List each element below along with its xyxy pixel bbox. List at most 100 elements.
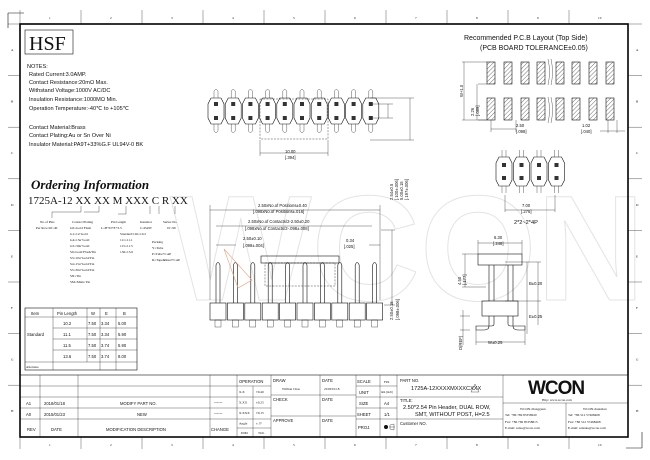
ruler-row-label: H	[636, 409, 639, 413]
pin	[267, 262, 273, 303]
ruler-col-label: 4	[232, 16, 234, 20]
svg-text:[.098±.006]: [.098±.006]	[395, 299, 400, 320]
pin	[250, 262, 256, 303]
hsf-mark: HSF	[24, 29, 74, 55]
front-view-drawing: 2.50xNo.of Positions±0.40 [.098xNo.of Po…	[209, 203, 400, 328]
rev-change: ------	[214, 400, 223, 405]
ruler-row-label: F	[636, 306, 638, 310]
ruler-col-label: 9	[537, 16, 539, 20]
ruler-row-label: E	[636, 254, 638, 258]
tol-value: ±0.15	[256, 411, 264, 415]
svg-text:5.00±0.15: 5.00±0.15	[399, 181, 404, 200]
table-cell: 10.2	[63, 321, 72, 326]
svg-text:Contact Material:Brass: Contact Material:Brass	[29, 125, 86, 131]
svg-text:01~99: 01~99	[167, 226, 176, 230]
ruler-row-label: H	[11, 409, 14, 413]
pin-length-option: 115=11.5	[120, 244, 133, 248]
plating-option: S5=30u"Gold/Tin	[70, 268, 95, 272]
svg-text:[.098]: [.098]	[516, 129, 526, 134]
housing-cell	[345, 97, 362, 125]
ruler-row-label: G	[636, 358, 639, 362]
svg-text:DIM: DIM	[241, 431, 248, 435]
svg-text:Insulator: Insulator	[140, 220, 153, 224]
ruler-row-label: B	[636, 100, 639, 104]
svg-text:CHECK: CHECK	[273, 397, 288, 402]
small-top-view-drawing: 7.00 [.276] 2*2~2*4P	[495, 150, 565, 226]
svg-text:TITLE:: TITLE:	[400, 398, 413, 403]
plating-option: S3=10u"Gold/Tin	[70, 256, 95, 260]
svg-text:Withstand Voltage:1000V AC/DC: Withstand Voltage:1000V AC/DC	[29, 88, 110, 94]
ruler-col-label: 7	[415, 443, 417, 447]
svg-text:WCON-Kunshan: WCON-Kunshan	[583, 407, 607, 411]
tol-value: ±0.25	[256, 401, 264, 405]
plating-option: G5=30u"Gold	[70, 244, 90, 248]
svg-text:SMT, WITHOUT POST, H=2.5: SMT, WITHOUT POST, H=2.5	[415, 412, 490, 418]
svg-text:A4: A4	[384, 401, 390, 406]
pcb-pad	[588, 61, 598, 85]
ruler-col-label: 10	[598, 16, 602, 20]
svg-text:2018/01/18: 2018/01/18	[324, 387, 340, 391]
rev-id: A1	[26, 401, 32, 406]
table-cell: 7.50	[88, 332, 97, 337]
svg-text:Y=Tube: Y=Tube	[152, 246, 164, 250]
svg-text:W: W	[91, 311, 95, 316]
svg-text:CHANGE: CHANGE	[211, 427, 229, 432]
svg-text:2.54±0.5: 2.54±0.5	[389, 183, 394, 200]
svg-text:[.089]: [.089]	[475, 106, 480, 116]
svg-text:1725A-12 XX XX M XXX C R XX: 1725A-12 XX XX M XXX C R XX	[28, 195, 188, 207]
rev-date: 2015/01/23	[44, 412, 66, 417]
svg-text:E±0.25: E±0.25	[529, 314, 543, 319]
ruler-col-label: 2	[110, 443, 112, 447]
svg-text:6.30: 6.30	[494, 235, 503, 240]
pin	[285, 262, 290, 303]
svg-text:1725A-12XXXXMXXXCXXX: 1725A-12XXXXMXXXCXXX	[411, 386, 482, 392]
svg-text:[.248]: [.248]	[493, 241, 503, 246]
svg-text:P=Tube+CAP: P=Tube+CAP	[152, 252, 171, 256]
svg-text:Http: www.wcon.com: Http: www.wcon.com	[542, 398, 572, 402]
ruler-col-label: 5	[293, 16, 295, 20]
table-cell: 3.74	[101, 343, 110, 348]
tol-value: ±0.40	[256, 390, 264, 394]
svg-text:Packing: Packing	[152, 240, 163, 244]
svg-text:PART NO.: PART NO.	[400, 378, 419, 383]
svg-text:2.50±0.10: 2.50±0.10	[243, 236, 262, 241]
svg-text:Pin Length: Pin Length	[57, 311, 78, 316]
svg-text:WCON-Dongguan: WCON-Dongguan	[520, 407, 546, 411]
plating-option: S0=Gold Flash/Tin	[70, 250, 96, 254]
tol-dim: X.X	[239, 390, 245, 394]
pcb-pad	[555, 61, 565, 85]
pin	[372, 262, 377, 303]
tol-dim: X.XXX	[239, 411, 250, 415]
pcb-pad	[555, 97, 565, 121]
plating-option: SN=Tin	[70, 274, 81, 278]
housing-cell	[224, 97, 242, 125]
housing-cell	[207, 97, 225, 125]
svg-text:SIZE: SIZE	[359, 401, 369, 406]
ruler-col-label: 6	[354, 16, 356, 20]
plating-option: G1=1u"Gold	[70, 232, 88, 236]
ruler-row-label: E	[11, 254, 13, 258]
pcb-pad	[486, 97, 496, 121]
pin	[233, 262, 238, 303]
table-cell: 5.90	[118, 343, 127, 348]
svg-text:SHEET: SHEET	[357, 412, 371, 417]
svg-text:(PCB BOARD TOLERANCE±0.05): (PCB BOARD TOLERANCE±0.05)	[480, 45, 588, 52]
ruler-col-label: 6	[354, 443, 356, 447]
svg-text:HSF: HSF	[29, 33, 66, 55]
svg-text:DATE: DATE	[51, 427, 62, 432]
housing-cell	[328, 97, 345, 125]
pin	[320, 262, 325, 303]
svg-text:7.00: 7.00	[522, 203, 531, 208]
pin	[215, 262, 221, 303]
side-view-drawing: 6.30 [.177] [.248] 4.50 [.177] B±0.20 E±…	[457, 235, 543, 350]
svg-text:W+1.0: W+1.0	[459, 84, 464, 97]
svg-text:Item: Item	[31, 311, 40, 316]
svg-text:B±0.20: B±0.20	[529, 281, 543, 286]
ruler-row-label: A	[11, 48, 14, 52]
ruler-col-label: 1	[49, 443, 51, 447]
table-cell: 13.6	[63, 354, 72, 359]
rev-date: 2018/01/18	[44, 401, 66, 406]
housing-cell	[293, 97, 311, 125]
